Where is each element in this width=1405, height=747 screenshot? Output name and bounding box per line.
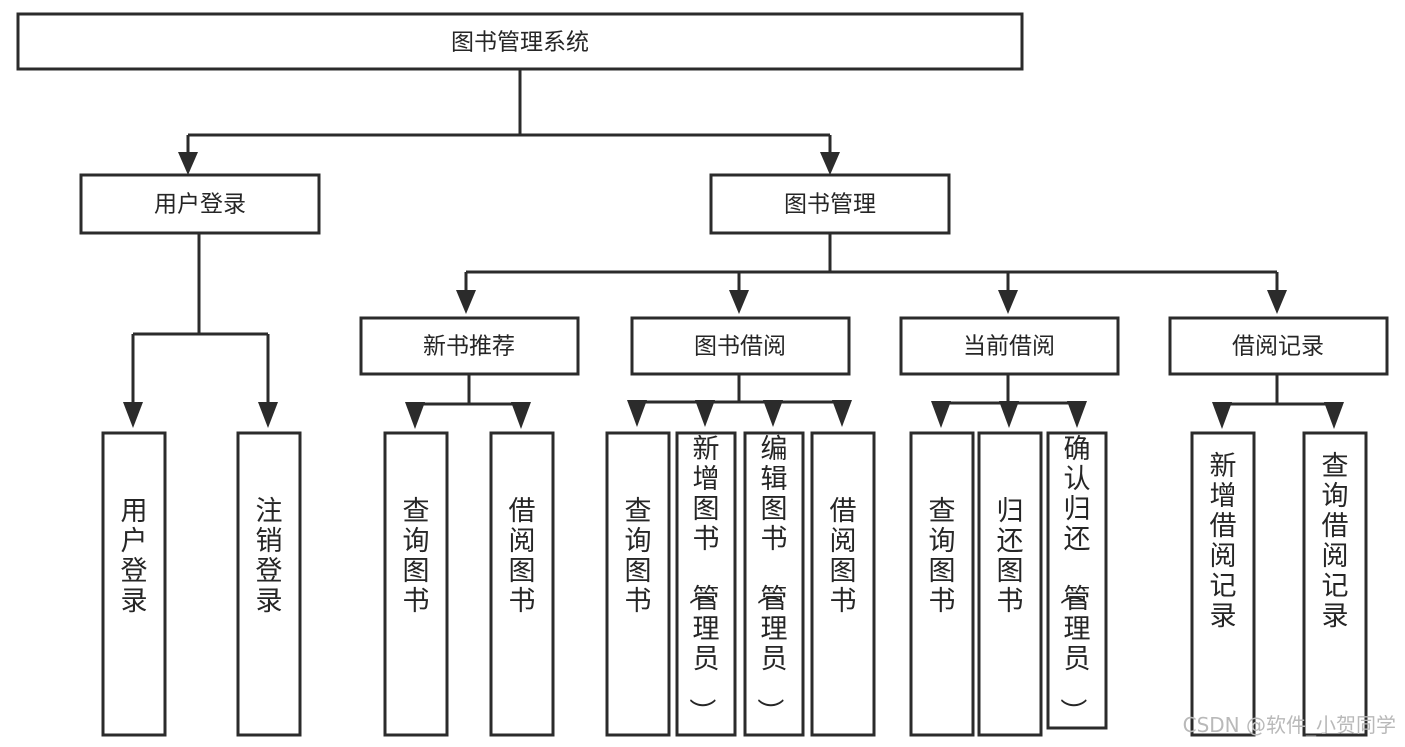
node-leaf-return-book-box[interactable] xyxy=(977,431,1043,737)
node-leaf-query-book-2-label: 查询图书 xyxy=(625,496,652,617)
node-book-management-box[interactable] xyxy=(709,173,951,235)
node-leaf-confirm-return-box[interactable] xyxy=(1046,431,1108,730)
node-current-borrow[interactable]: 当前借阅 xyxy=(899,316,1120,376)
arrowhead-group xyxy=(123,152,1344,429)
node-leaf-confirm-return[interactable]: 确认归还（管理员） xyxy=(1046,431,1108,730)
node-user-login[interactable]: 用户登录 xyxy=(79,173,321,235)
arrowhead-to-leaf-return-book xyxy=(999,401,1019,428)
node-new-book-recommend[interactable]: 新书推荐 xyxy=(359,316,580,376)
node-root[interactable]: 图书管理系统 xyxy=(16,12,1024,71)
arrowhead-to-leaf-query-book-1 xyxy=(405,402,425,429)
arrowhead-to-book-borrow xyxy=(729,290,749,314)
node-leaf-borrow-book-2[interactable]: 借阅图书 xyxy=(810,431,876,737)
node-leaf-add-record[interactable]: 新增借阅记录 xyxy=(1190,431,1256,737)
node-borrow-record-box[interactable] xyxy=(1168,316,1389,376)
node-leaf-query-book-2[interactable]: 查询图书 xyxy=(605,431,671,737)
node-leaf-query-record-label: 查询借阅记录 xyxy=(1322,451,1349,632)
node-leaf-add-record-label: 新增借阅记录 xyxy=(1210,451,1237,632)
node-leaf-add-book[interactable]: 新增图书（管理员） xyxy=(675,431,737,737)
arrowhead-to-leaf-confirm-return xyxy=(1067,401,1087,428)
node-book-borrow-label: 图书借阅 xyxy=(694,334,786,360)
arrowhead-to-leaf-edit-book xyxy=(763,400,783,427)
node-leaf-borrow-book-1-box[interactable] xyxy=(489,431,555,737)
node-current-borrow-box[interactable] xyxy=(899,316,1120,376)
arrowhead-to-leaf-user-logout xyxy=(258,402,278,428)
node-leaf-edit-book-label: 编辑图书（管理员） xyxy=(754,434,788,725)
arrowhead-to-borrow-record xyxy=(1267,290,1287,314)
leaf-node-group: 用户登录 注销登录 查询图书 借阅图书 查询图书 新增图书（管理员） xyxy=(101,431,1368,737)
arrowhead-to-leaf-add-book xyxy=(695,400,715,427)
node-leaf-query-book-3-box[interactable] xyxy=(909,431,975,737)
node-leaf-borrow-book-2-label: 借阅图书 xyxy=(830,496,857,617)
node-user-login-box[interactable] xyxy=(79,173,321,235)
node-leaf-return-book[interactable]: 归还图书 xyxy=(977,431,1043,737)
node-book-borrow-box[interactable] xyxy=(630,316,851,376)
arrowhead-to-current-borrow xyxy=(998,290,1018,314)
node-current-borrow-label: 当前借阅 xyxy=(963,334,1055,360)
node-leaf-query-book-2-box[interactable] xyxy=(605,431,671,737)
node-leaf-query-book-1-box[interactable] xyxy=(383,431,449,737)
node-leaf-borrow-book-1[interactable]: 借阅图书 xyxy=(489,431,555,737)
node-leaf-add-book-box[interactable] xyxy=(675,431,737,737)
node-leaf-edit-book-box[interactable] xyxy=(743,431,805,737)
node-leaf-add-book-label: 新增图书（管理员） xyxy=(686,434,720,725)
node-leaf-edit-book[interactable]: 编辑图书（管理员） xyxy=(743,431,805,737)
node-leaf-user-logout-label: 注销登录 xyxy=(256,496,283,617)
arrowhead-to-leaf-query-book-2 xyxy=(627,400,647,427)
node-leaf-return-book-label: 归还图书 xyxy=(997,496,1024,617)
node-leaf-user-login-box[interactable] xyxy=(101,431,167,737)
node-leaf-user-logout[interactable]: 注销登录 xyxy=(236,431,302,737)
node-new-book-recommend-box[interactable] xyxy=(359,316,580,376)
node-leaf-user-login-label: 用户登录 xyxy=(121,496,148,617)
arrowhead-to-book-management xyxy=(820,152,840,175)
node-leaf-query-book-3-label: 查询图书 xyxy=(929,496,956,617)
node-leaf-add-record-box[interactable] xyxy=(1190,431,1256,737)
node-book-management-label: 图书管理 xyxy=(784,192,876,218)
arrowhead-to-leaf-query-book-3 xyxy=(931,401,951,428)
node-leaf-query-book-3[interactable]: 查询图书 xyxy=(909,431,975,737)
arrowhead-to-new-book-recommend xyxy=(456,290,476,314)
node-new-book-recommend-label: 新书推荐 xyxy=(423,334,515,360)
node-leaf-confirm-return-label: 确认归还（管理员） xyxy=(1057,434,1091,725)
node-leaf-user-login[interactable]: 用户登录 xyxy=(101,431,167,737)
arrowhead-to-leaf-add-record xyxy=(1212,402,1232,429)
node-leaf-borrow-book-1-label: 借阅图书 xyxy=(509,496,536,617)
arrowhead-to-leaf-user-login xyxy=(123,402,143,428)
node-root-box[interactable] xyxy=(16,12,1024,71)
node-leaf-query-book-1[interactable]: 查询图书 xyxy=(383,431,449,737)
node-leaf-user-logout-box[interactable] xyxy=(236,431,302,737)
node-borrow-record-label: 借阅记录 xyxy=(1232,334,1324,360)
node-leaf-query-record[interactable]: 查询借阅记录 xyxy=(1302,431,1368,737)
node-leaf-query-book-1-label: 查询图书 xyxy=(403,496,430,617)
node-user-login-label: 用户登录 xyxy=(154,192,246,218)
watermark-label: CSDN @软件_小贺同学 xyxy=(1183,713,1396,737)
node-leaf-borrow-book-2-box[interactable] xyxy=(810,431,876,737)
arrowhead-to-leaf-borrow-book-1 xyxy=(511,402,531,429)
node-book-management[interactable]: 图书管理 xyxy=(709,173,951,235)
node-book-borrow[interactable]: 图书借阅 xyxy=(630,316,851,376)
node-borrow-record[interactable]: 借阅记录 xyxy=(1168,316,1389,376)
node-leaf-query-record-box[interactable] xyxy=(1302,431,1368,737)
arrowhead-to-leaf-query-record xyxy=(1324,402,1344,429)
arrowhead-to-leaf-borrow-book-2 xyxy=(832,400,852,427)
arrowhead-to-user-login xyxy=(178,152,198,175)
node-root-label: 图书管理系统 xyxy=(451,30,589,56)
